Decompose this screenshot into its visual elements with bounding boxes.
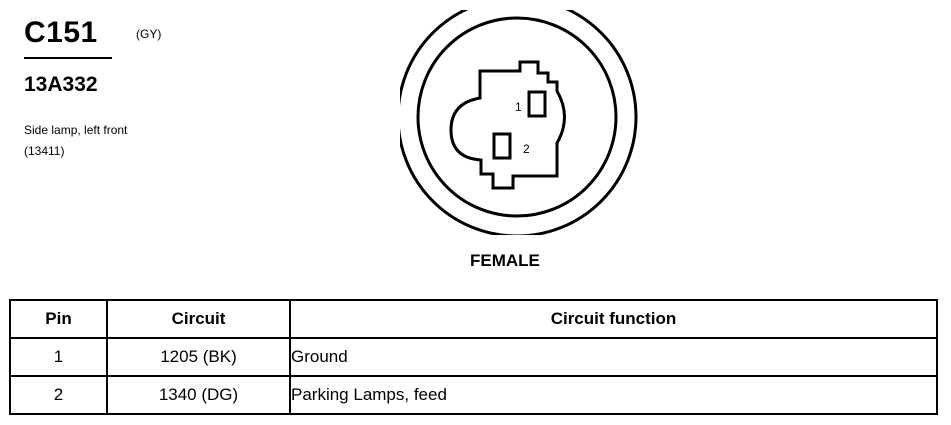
connector-id-underline: [24, 57, 112, 59]
part-number: 13A332: [24, 73, 98, 96]
pin-cell: 1: [9, 337, 108, 377]
pin-label-2: 2: [523, 142, 530, 156]
column-header-pin: Pin: [9, 299, 108, 339]
connector-description-code: (13411): [24, 144, 65, 158]
connector-description: Side lamp, left front: [24, 123, 128, 137]
connector-housing-outline: [449, 60, 566, 190]
column-header-circuit: Circuit: [106, 299, 291, 339]
function-cell: Parking Lamps, feed: [289, 375, 938, 415]
pin-table: Pin Circuit Circuit function 1 1205 (BK)…: [9, 299, 938, 415]
connector-outer-ring: [400, 10, 638, 235]
connector-color-code: (GY): [136, 27, 162, 41]
table-row: 1 1205 (BK) Ground: [9, 337, 938, 377]
circuit-cell: 1340 (DG): [106, 375, 291, 415]
column-header-function: Circuit function: [289, 299, 938, 339]
connector-inner-ring: [416, 16, 618, 218]
terminal-cavity-2: [492, 132, 512, 160]
function-cell: Ground: [289, 337, 938, 377]
terminal-cavity-1: [527, 90, 547, 118]
connector-id: C151: [24, 16, 98, 49]
pin-cell: 2: [9, 375, 108, 415]
connector-face-diagram: 1 2: [400, 10, 638, 235]
circuit-cell: 1205 (BK): [106, 337, 291, 377]
table-header-row: Pin Circuit Circuit function: [9, 299, 938, 339]
gender-label: FEMALE: [470, 251, 540, 270]
pin-label-1: 1: [515, 100, 522, 114]
table-row: 2 1340 (DG) Parking Lamps, feed: [9, 375, 938, 415]
